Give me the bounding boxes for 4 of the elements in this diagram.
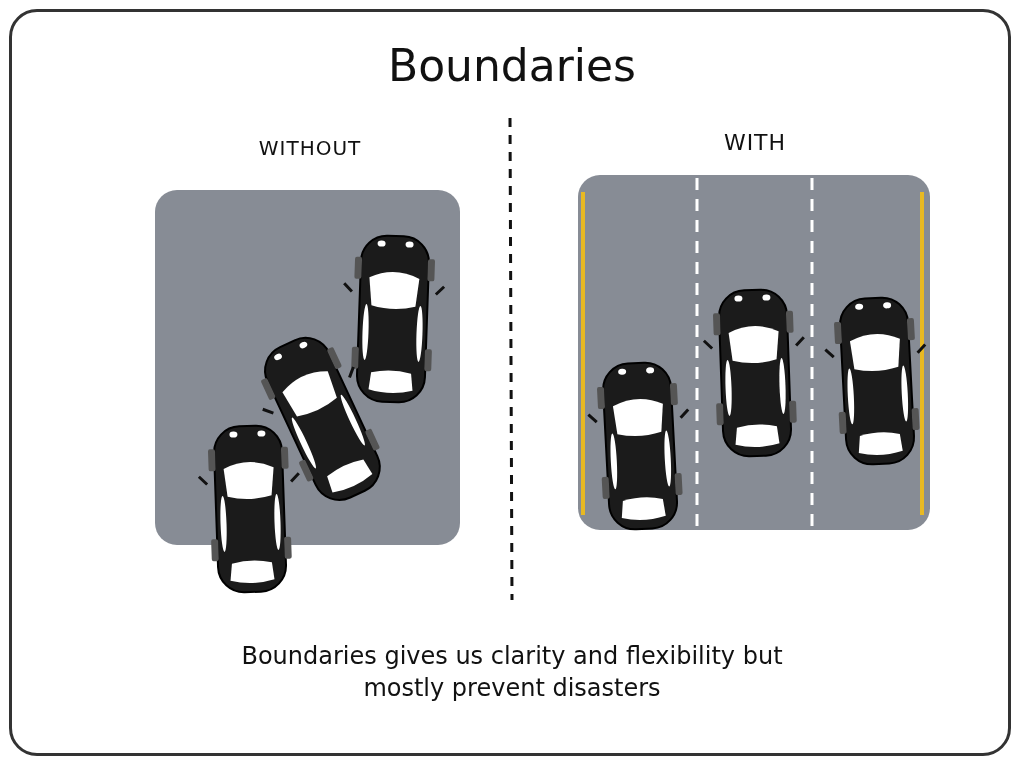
panel-label: WITHOUT bbox=[257, 136, 363, 160]
panel-label: WITH bbox=[722, 130, 788, 155]
caption: Boundaries gives us clarity and flexibility but mostly prevent disasters bbox=[240, 641, 784, 704]
title: Boundaries bbox=[386, 40, 638, 91]
